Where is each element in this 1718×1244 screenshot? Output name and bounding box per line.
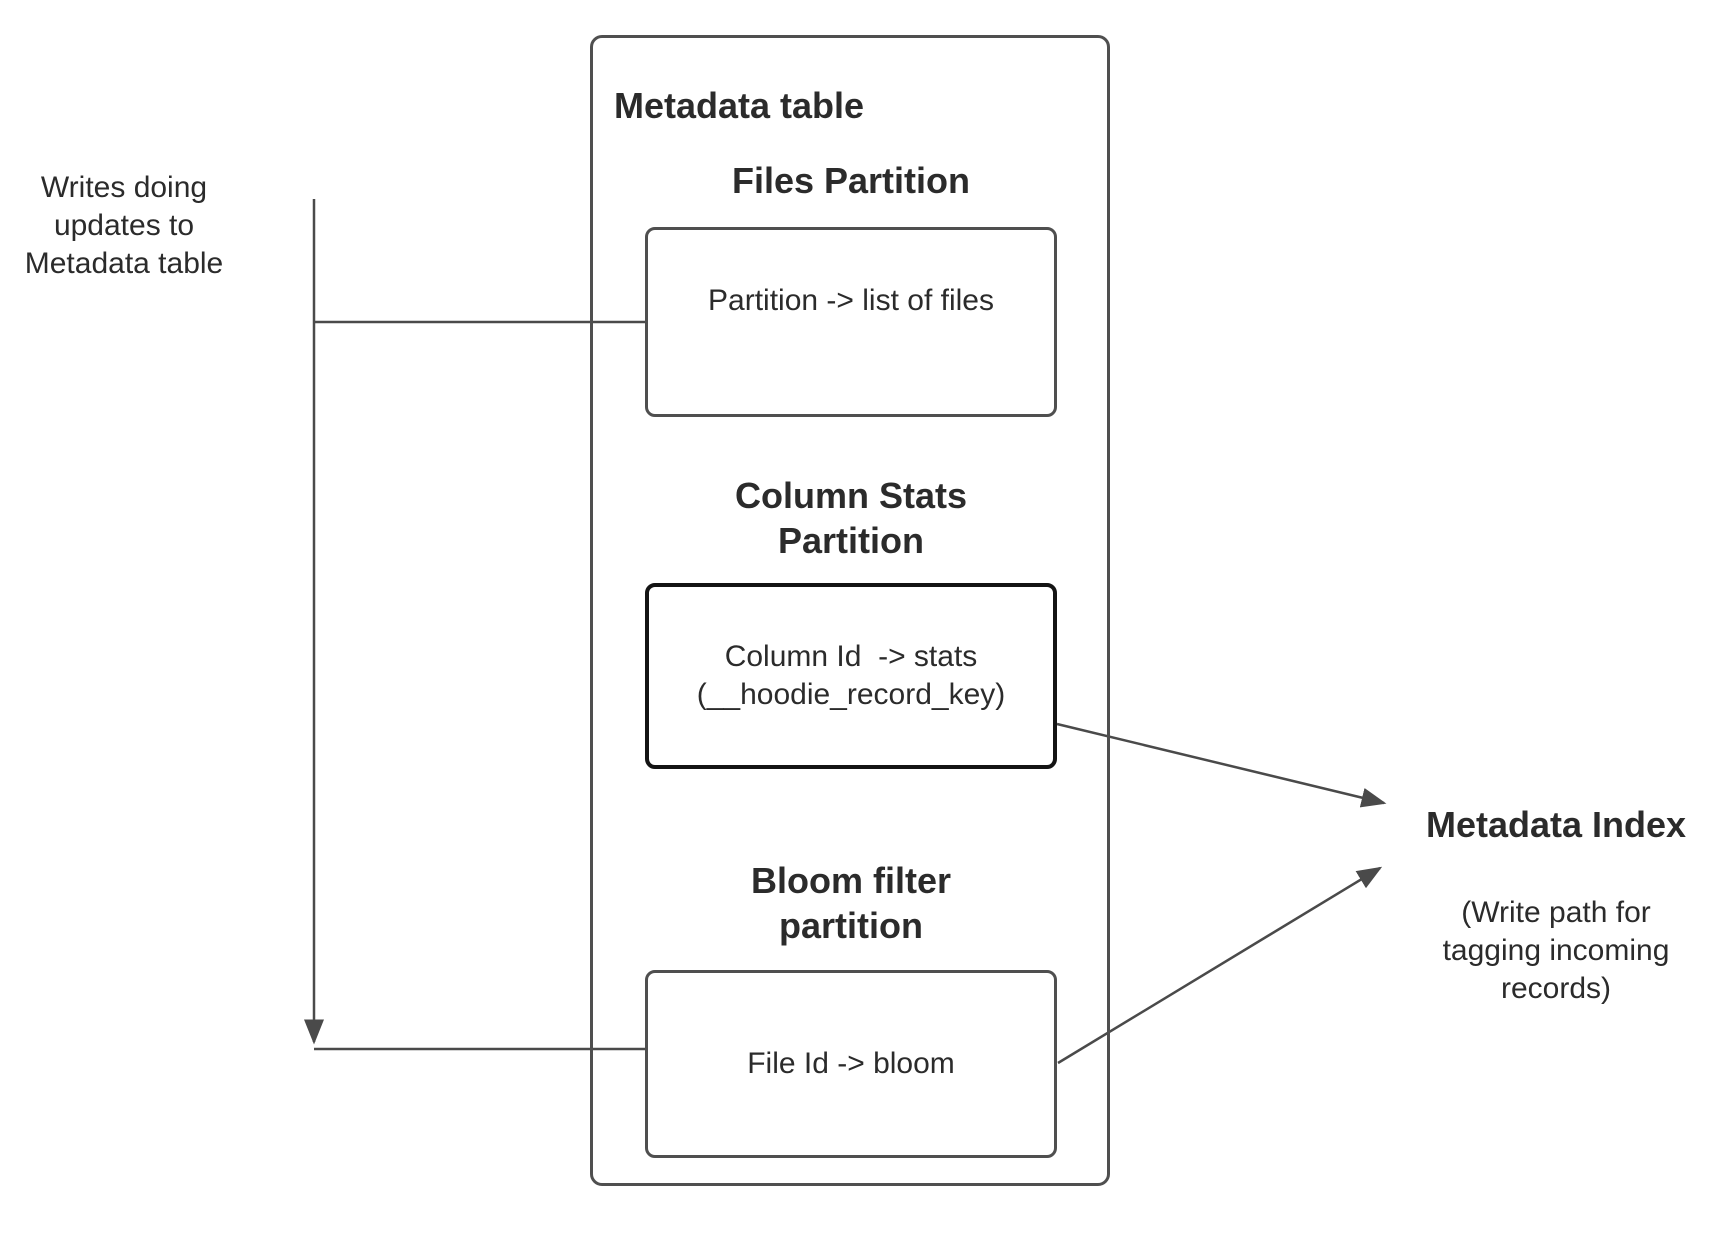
- metadata-table-box: [590, 35, 1110, 1186]
- writes-note: Writes doing updates to Metadata table: [24, 171, 224, 280]
- bloom-filter-partition-label: File Id -> bloom: [747, 1047, 955, 1080]
- bloom-filter-partition-heading: Bloom filter partition: [750, 860, 951, 946]
- files-partition-label: Partition -> list of files: [708, 284, 994, 317]
- column-stats-partition-label: Column Id -> stats (__hoodie_record_key): [696, 640, 1006, 711]
- column-stats-partition-box: Column Id -> stats (__hoodie_record_key): [645, 583, 1057, 769]
- files-partition-heading: Files Partition: [731, 160, 971, 201]
- metadata-index-note: (Write path for tagging incoming records…: [1442, 896, 1670, 1005]
- bloom-filter-partition-box: File Id -> bloom: [645, 970, 1057, 1158]
- metadata-index-title: Metadata Index: [1425, 804, 1687, 845]
- metadata-table-title: Metadata table: [614, 85, 865, 126]
- column-stats-partition-heading: Column Stats Partition: [734, 475, 967, 561]
- files-partition-box: Partition -> list of files: [645, 227, 1057, 417]
